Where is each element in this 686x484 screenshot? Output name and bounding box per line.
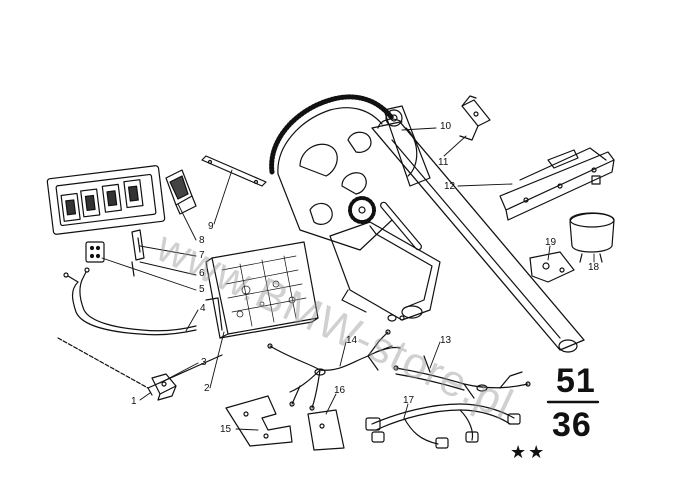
- callout-12: 12: [444, 181, 456, 192]
- callout-19: 19: [545, 237, 557, 248]
- callout-9: 9: [208, 221, 214, 232]
- control-board-2: [205, 241, 319, 339]
- guide-arm: [371, 118, 585, 353]
- leader-lines: [101, 127, 595, 431]
- cable-4: [63, 267, 197, 336]
- callout-18: 18: [588, 262, 600, 273]
- callout-2: 2: [204, 383, 210, 394]
- clip-3: [151, 373, 177, 401]
- callout-11: 11: [438, 157, 449, 168]
- plate-16: [307, 409, 345, 451]
- connector-block-5: [85, 241, 105, 263]
- callout-1: 1: [131, 396, 137, 407]
- callout-10: 10: [440, 121, 452, 132]
- edition-stars: ★★: [510, 442, 547, 463]
- callout-6: 6: [199, 268, 205, 279]
- pinion-gear: [348, 196, 376, 224]
- rocker-switch: [165, 169, 197, 215]
- group-number-bottom: 36: [552, 406, 592, 444]
- switch-panel-8: [46, 165, 166, 235]
- callout-15: 15: [220, 424, 232, 435]
- bracket-strip-9: [201, 155, 267, 187]
- callout-14: 14: [346, 335, 358, 346]
- callout-4: 4: [200, 303, 206, 314]
- relay-base-19: [529, 251, 575, 283]
- relay-18: [569, 212, 615, 263]
- harness-14: [267, 329, 401, 411]
- harness-13: [393, 355, 531, 399]
- callout-13: 13: [440, 335, 452, 346]
- motor-housing: [329, 221, 441, 322]
- callout-16: 16: [334, 385, 346, 396]
- gear-sector: [269, 94, 395, 251]
- bracket-15: [225, 395, 293, 447]
- harness-17: [365, 403, 521, 449]
- callout-8: 8: [199, 235, 205, 246]
- callout-3: 3: [201, 357, 207, 368]
- group-number-top: 51: [556, 362, 596, 400]
- callout-5: 5: [199, 284, 205, 295]
- bracket-11: [459, 95, 491, 141]
- small-clip-7: [131, 229, 145, 261]
- callout-17: 17: [403, 395, 415, 406]
- callout-7: 7: [199, 250, 205, 261]
- crank-lever: [383, 105, 431, 187]
- mounting-rail-12: [499, 147, 615, 221]
- group-bracket-1: [57, 337, 223, 396]
